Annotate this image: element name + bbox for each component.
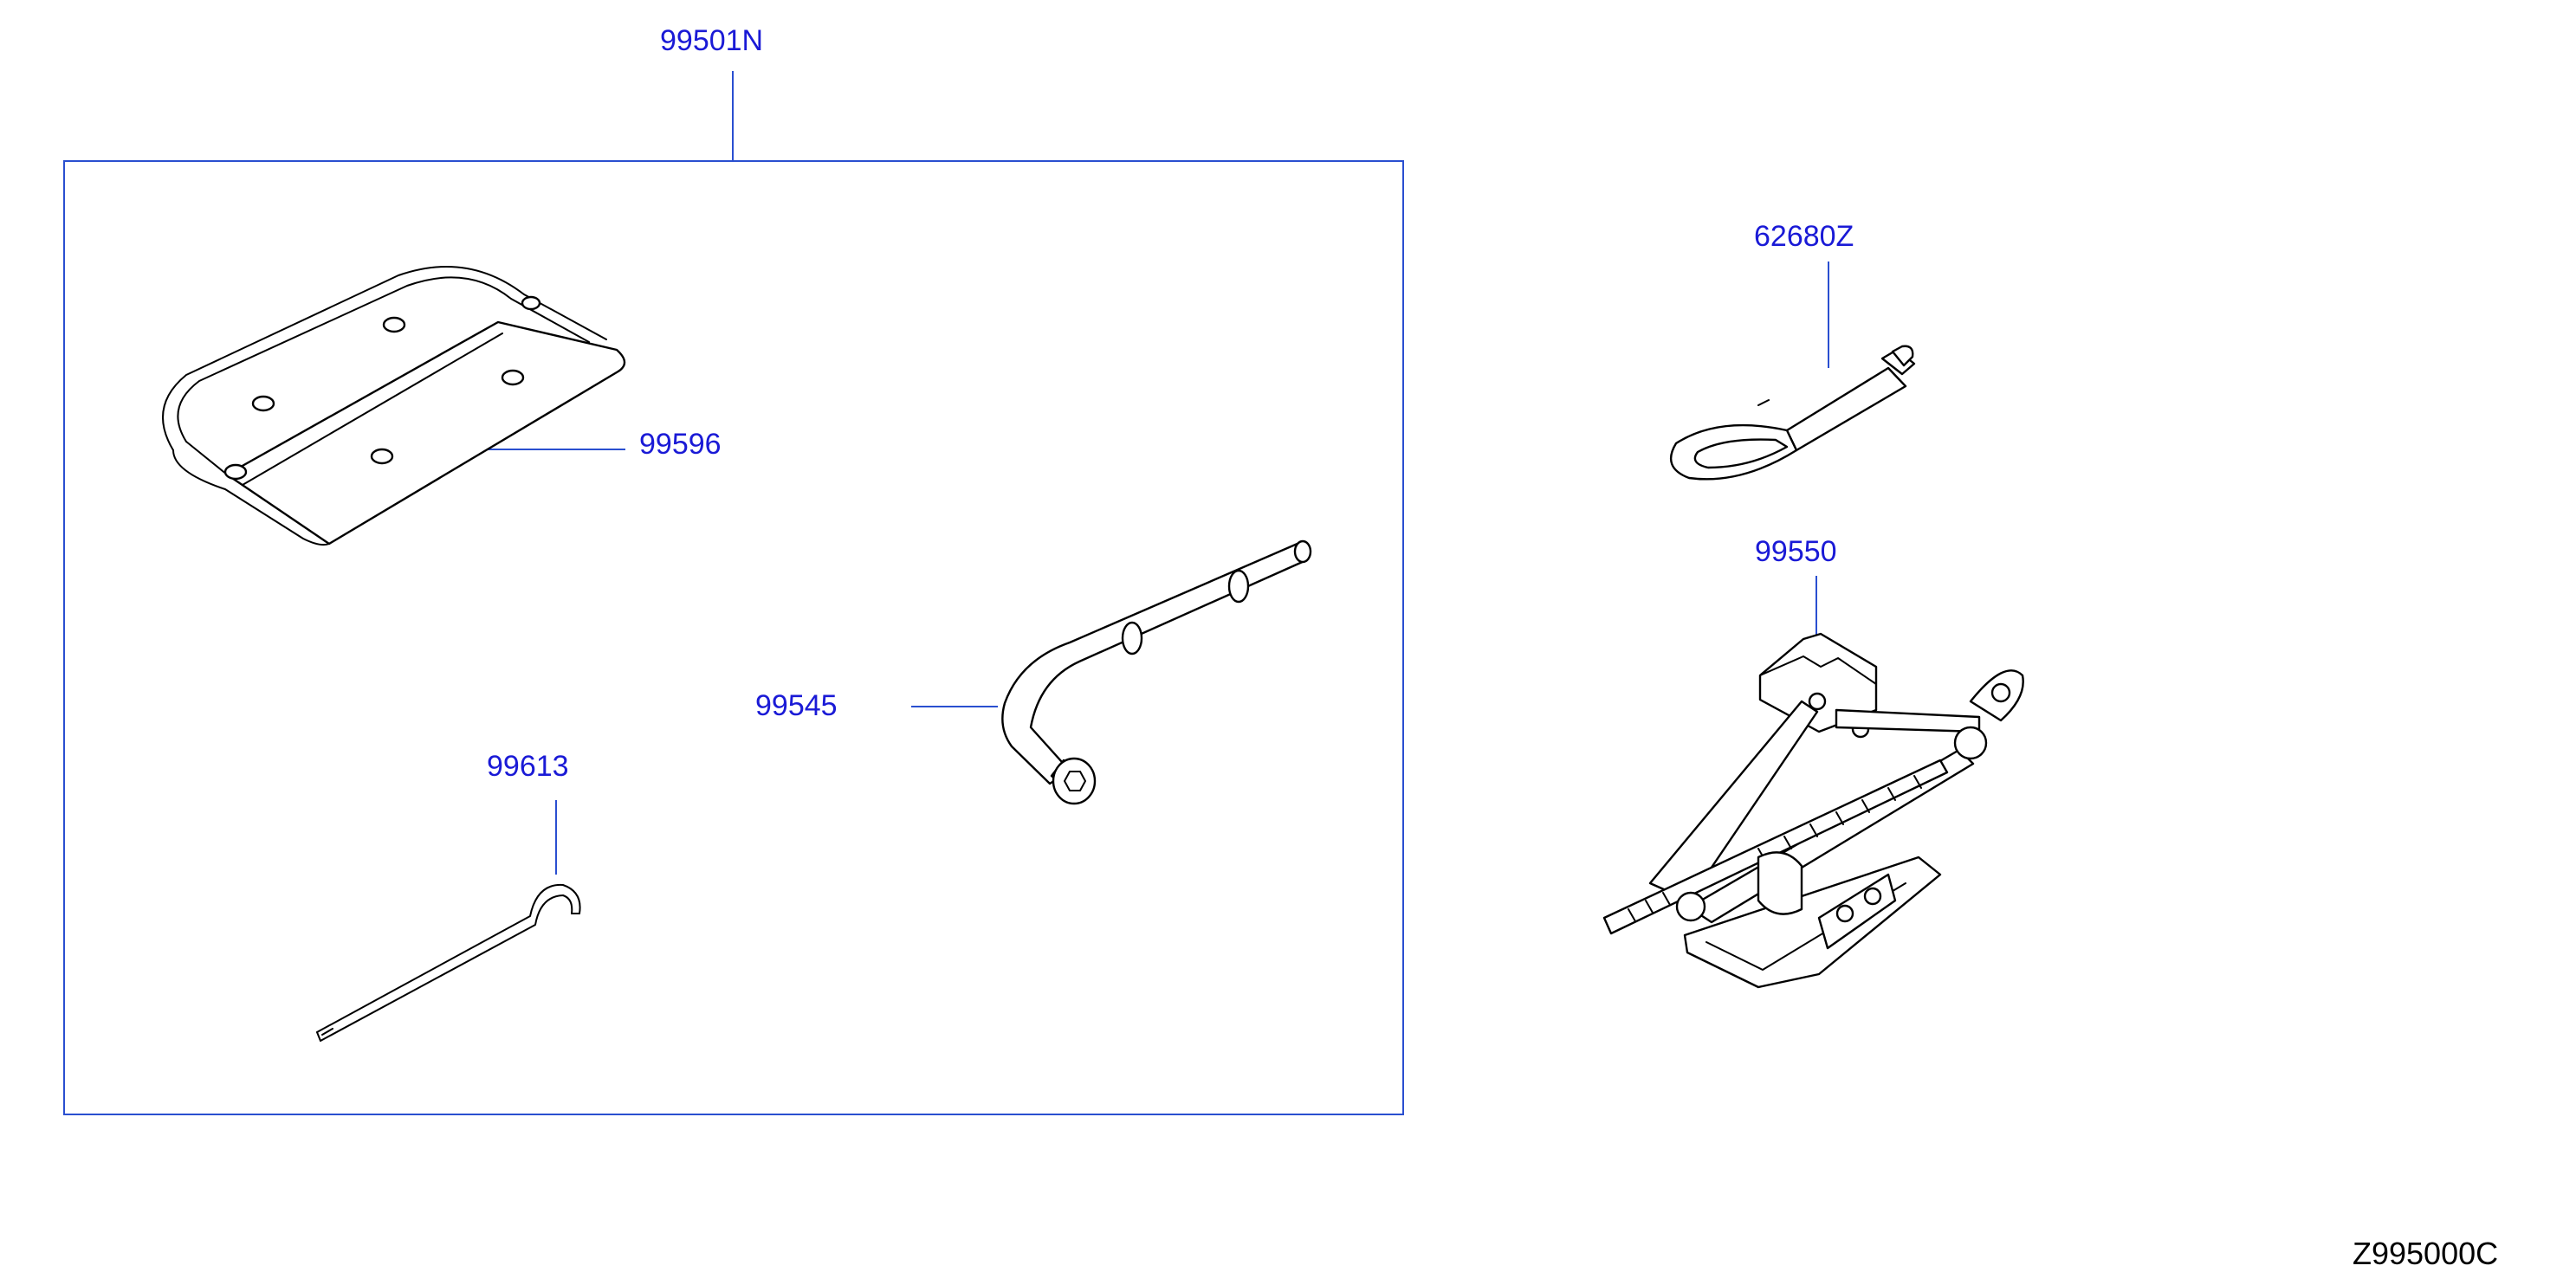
diagram-reference-code: Z995000C	[2353, 1236, 2498, 1271]
callout-wheel-wrench[interactable]: 99545	[755, 689, 838, 722]
callout-jack[interactable]: 99550	[1755, 535, 1837, 568]
callout-tow-hook[interactable]: 62680Z	[1754, 220, 1854, 253]
tow-hook-illustration	[1669, 345, 1916, 481]
tool-kit-frame	[63, 160, 1404, 1115]
callout-tool-kit[interactable]: 99501N	[660, 24, 763, 57]
scissor-jack-illustration	[1602, 632, 2024, 989]
callout-jack-bag[interactable]: 99596	[639, 428, 722, 461]
jack-handle-illustration	[316, 883, 581, 1042]
callout-jack-handle[interactable]: 99613	[487, 750, 569, 783]
jack-bag-illustration	[162, 266, 626, 546]
wheel-wrench-illustration	[1001, 539, 1312, 805]
